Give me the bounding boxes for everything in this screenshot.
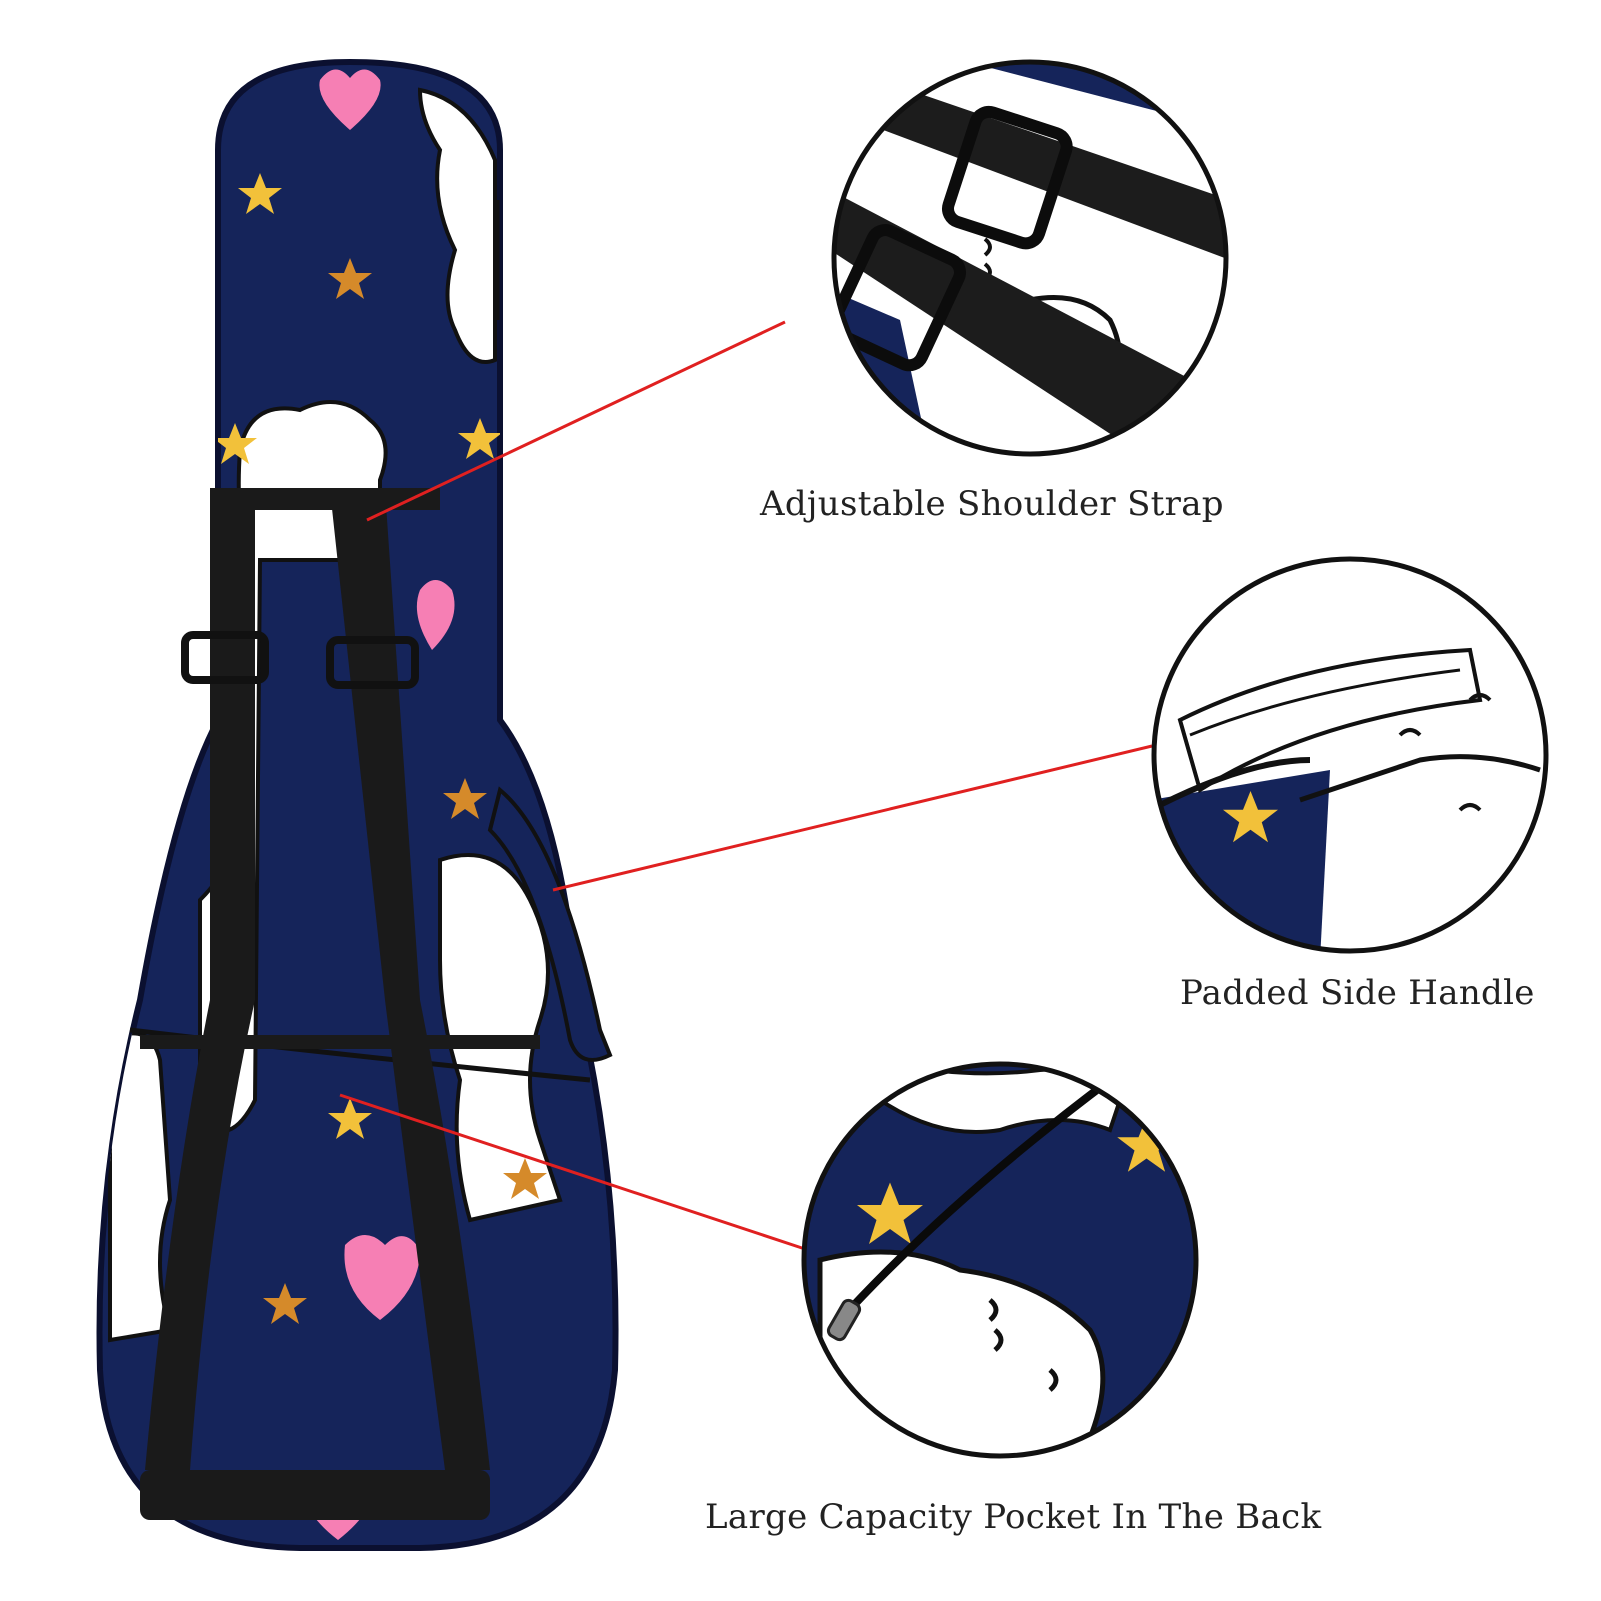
strap-buckle [942,105,1073,250]
alpaca-pattern [417,87,497,364]
strap-webbing [834,80,1226,260]
caption-shoulder-strap: Adjustable Shoulder Strap [760,484,1224,524]
detail-circle-pocket [801,1061,1199,1459]
ukulele-bag [96,58,619,1551]
side-handle [487,786,613,1062]
pocket-zipper-detail [837,1076,1113,1323]
leader-line-handle [552,744,1153,892]
leader-line-pocket [339,1093,809,1252]
heart-icon [319,69,381,130]
leader-line-strap [366,320,786,522]
shoulder-straps [140,488,540,1520]
detail-circle-handle [1151,556,1549,954]
zipper-pull [826,1298,862,1342]
leader-lines [339,320,1153,1252]
caption-back-pocket: Large Capacity Pocket In The Back [705,1497,1322,1537]
detail-circle-strap [831,59,1229,457]
caption-side-handle: Padded Side Handle [1180,973,1535,1013]
handle-padding [1177,647,1483,794]
